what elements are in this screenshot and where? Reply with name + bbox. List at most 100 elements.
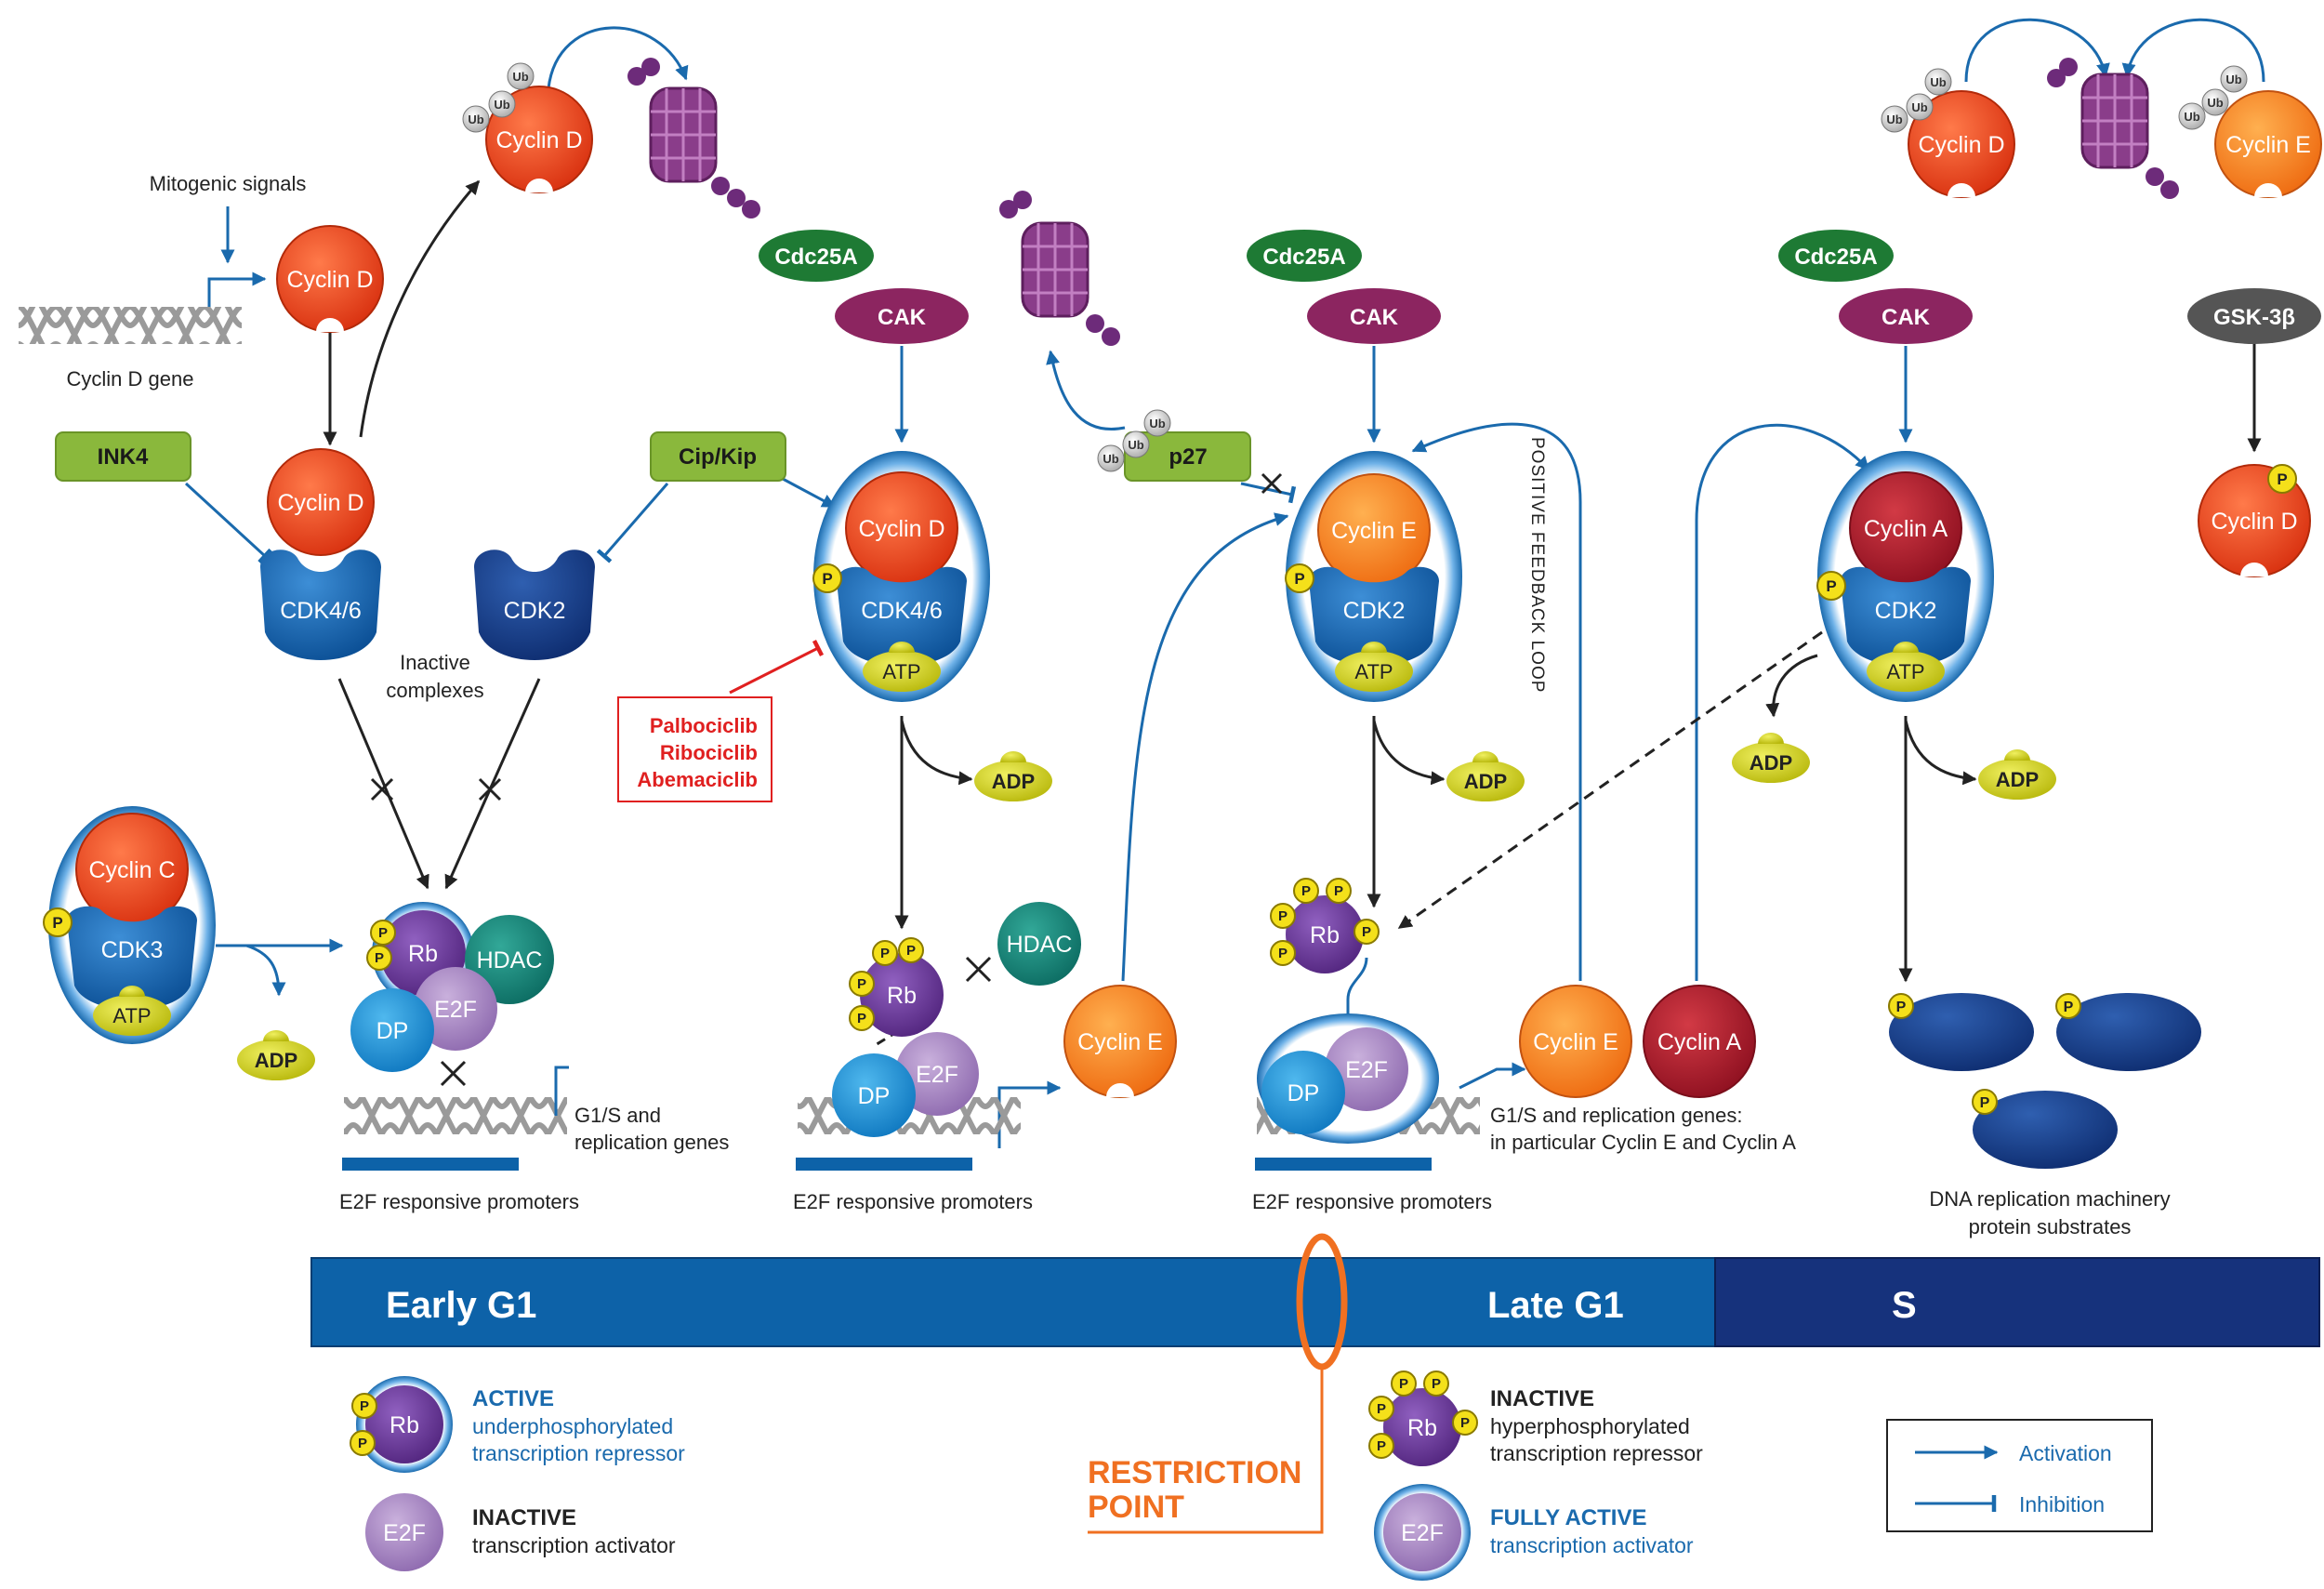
legend: Rb P P ACTIVE underphosphorylated transc… (350, 1371, 2153, 1581)
early-g1-label: Early G1 (386, 1285, 536, 1326)
svg-text:Cip/Kip: Cip/Kip (679, 444, 757, 470)
p-cdk46: P (812, 563, 842, 593)
cdc25a-2: Cdc25A (1247, 230, 1362, 282)
svg-text:Cyclin E: Cyclin E (1077, 1029, 1163, 1055)
legend-activation: Activation (2019, 1441, 2112, 1465)
legend-fully-active-title: FULLY ACTIVE (1490, 1505, 1646, 1530)
svg-text:CDK4/6: CDK4/6 (280, 598, 362, 624)
svg-text:E2F: E2F (434, 997, 477, 1023)
active-cyclin-a-cdk2: Cyclin A CDK2 ATP (1817, 451, 1994, 702)
proteasome-arrow-3 (2121, 18, 2265, 83)
drug-inhibition (729, 639, 825, 695)
substrate-2 (2056, 993, 2201, 1071)
svg-text:P: P (360, 1398, 369, 1414)
phosphate-badges: P P P P P (43, 464, 2297, 937)
svg-text:p27: p27 (1169, 444, 1207, 470)
drug-abemaciclib: Abemaciclib (637, 768, 758, 791)
cipkip-activation (782, 477, 837, 509)
rb-e2f-inhibition (1340, 957, 1368, 1021)
gene-activation-arrow (207, 271, 267, 311)
svg-text:P: P (2277, 470, 2287, 488)
cyclin-d-nascent: Cyclin D (276, 225, 384, 333)
drug-palbociclib: Palbociclib (650, 714, 758, 737)
p-cyclin-d-gsk: P (2267, 464, 2297, 494)
cyclin-e-ub-tr: Cyclin E (2214, 90, 2322, 198)
restriction-label: RESTRICTION (1088, 1455, 1301, 1490)
svg-text:Rb: Rb (390, 1412, 419, 1438)
p27-box: p27 (1124, 431, 1251, 482)
cyclin-a-late: Cyclin A (1643, 985, 1756, 1098)
svg-text:Cyclin C: Cyclin C (88, 857, 175, 883)
svg-text:P: P (358, 1436, 367, 1451)
svg-text:P: P (857, 976, 866, 992)
e2f-promoters-label-1: E2F responsive promoters (339, 1190, 579, 1213)
ink4-box: INK4 (55, 431, 191, 482)
regulator-pills: INK4 Cip/Kip p27 Cdc25A CAK Cdc25A CAK C… (55, 230, 2321, 482)
cyclin-a-feed-arrow (1695, 423, 1870, 981)
svg-text:ADP: ADP (255, 1049, 297, 1072)
cyclin-e-product: Cyclin E (1063, 985, 1177, 1098)
svg-text:Cyclin E: Cyclin E (1331, 518, 1417, 544)
p-cdk2e: P (1285, 563, 1314, 593)
svg-text:hyperphosphorylated: hyperphosphorylated (1490, 1414, 1690, 1438)
svg-text:protein substrates: protein substrates (1969, 1215, 2132, 1238)
svg-text:Cdc25A: Cdc25A (774, 245, 857, 270)
svg-text:Cyclin D: Cyclin D (1918, 132, 2004, 158)
cdc25a-1: Cdc25A (759, 230, 874, 282)
gsk3b: GSK-3β (2187, 288, 2321, 344)
svg-text:Ub: Ub (2207, 96, 2223, 110)
proteasome-arrow-1 (547, 26, 689, 89)
cyclin-e-late: Cyclin E (1519, 985, 1632, 1098)
svg-text:P: P (1362, 924, 1371, 940)
svg-text:Cdc25A: Cdc25A (1262, 245, 1345, 270)
svg-text:Ub: Ub (1103, 452, 1118, 466)
cak-1: CAK (835, 288, 969, 344)
svg-text:ADP: ADP (1464, 770, 1507, 793)
cdk46-atp-adp (900, 720, 973, 786)
svg-text:P: P (822, 570, 832, 588)
svg-text:transcription activator: transcription activator (1490, 1533, 1694, 1557)
p27-degradation-arrow (1046, 350, 1126, 430)
drug-ribociclib: Ribociclib (660, 741, 758, 764)
g1s-genes-label: G1/S and (574, 1104, 661, 1127)
svg-text:P: P (1278, 946, 1287, 961)
legend-active-title: ACTIVE (472, 1386, 554, 1411)
svg-text:CDK3: CDK3 (101, 937, 164, 963)
dna-repl-label: DNA replication machinery (1929, 1187, 2170, 1211)
mitogenic-signals-label: Mitogenic signals (150, 172, 307, 195)
svg-text:P: P (1334, 883, 1343, 899)
cdk2a-atp-adp (1904, 720, 1977, 786)
svg-text:replication genes: replication genes (574, 1131, 729, 1154)
svg-text:P: P (52, 914, 62, 932)
positive-feedback-arrow (1411, 422, 1582, 981)
legend-inactive-rb: Rb P P P P P (1368, 1371, 1478, 1466)
svg-text:Cyclin D: Cyclin D (277, 490, 363, 516)
svg-text:Cdc25A: Cdc25A (1794, 245, 1877, 270)
svg-text:Cyclin D: Cyclin D (858, 516, 944, 542)
svg-text:Cyclin E: Cyclin E (1533, 1029, 1618, 1055)
svg-text:CAK: CAK (1350, 305, 1399, 330)
svg-text:Ub: Ub (512, 70, 528, 84)
e2f-dp-fully-active: E2F DP (1257, 1013, 1439, 1144)
svg-text:Cyclin D: Cyclin D (286, 267, 373, 293)
proteasome-2 (999, 191, 1120, 346)
svg-text:P: P (1980, 1095, 1990, 1111)
cak-3: CAK (1839, 288, 1973, 344)
proteasome-arrow-2 (1964, 18, 2110, 83)
svg-text:Ub: Ub (2225, 73, 2241, 86)
cdk2e-atp-adp (1372, 720, 1446, 786)
svg-text:HDAC: HDAC (477, 947, 543, 973)
svg-text:ADP: ADP (1996, 768, 2039, 791)
svg-text:CDK2: CDK2 (1343, 598, 1406, 624)
svg-text:transcription activator: transcription activator (472, 1533, 676, 1557)
svg-text:P: P (378, 925, 388, 941)
cyclin-d-ub-tr: Cyclin D (1908, 90, 2015, 198)
svg-text:P: P (1294, 570, 1304, 588)
svg-text:ATP: ATP (1354, 660, 1393, 683)
svg-text:ADP: ADP (992, 770, 1035, 793)
promoter-to-cyclin-e-late (1459, 1062, 1526, 1090)
g1s-genes-late-label: G1/S and replication genes: (1490, 1104, 1743, 1127)
svg-text:Ub: Ub (494, 98, 509, 112)
